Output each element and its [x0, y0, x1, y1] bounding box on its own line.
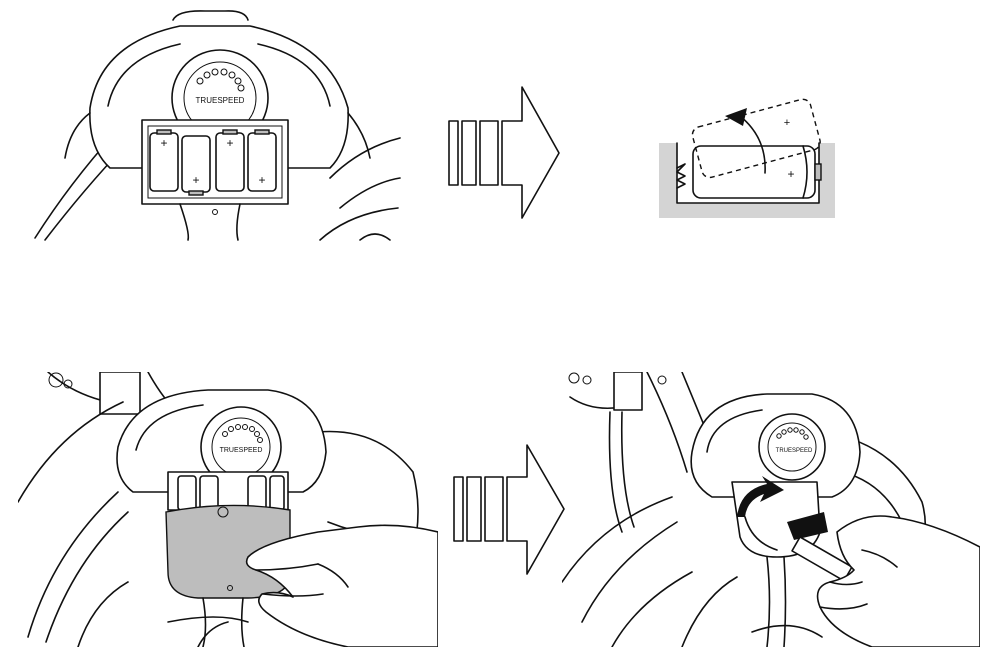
polarity-mark: + [258, 173, 265, 187]
polarity-mark: + [192, 173, 199, 187]
step-2-battery-orientation: + + [655, 78, 840, 223]
step-3-replace-cover: TRUESPEED [18, 372, 438, 647]
screwdriver-icon [787, 512, 828, 540]
polarity-mark: + [226, 136, 233, 150]
polarity-mark-tilted: + [784, 117, 790, 129]
screwdriver-illustration: TRUESPEED [562, 372, 980, 647]
rotate-arrow-icon [725, 108, 747, 126]
arrow-next-step-bottom [452, 443, 567, 578]
step-4-tighten-screw: TRUESPEED [562, 372, 980, 647]
battery-group [149, 129, 277, 196]
battery-orientation-illustration: + + [659, 98, 835, 218]
brand-label: TRUESPEED [220, 447, 263, 454]
brand-label: TRUESPEED [196, 96, 245, 105]
hand-cover-illustration: TRUESPEED [18, 372, 438, 647]
brand-label: TRUESPEED [776, 448, 813, 454]
rotate-arrow-icon [737, 476, 784, 517]
polarity-mark: + [160, 136, 167, 150]
arrow-next-step-top [447, 85, 562, 220]
polarity-mark: + [787, 167, 794, 181]
arrow-right-icon [453, 444, 565, 575]
battery-compartment-illustration: TRUESPEED + + + + [34, 10, 401, 241]
arrow-right-icon [448, 86, 560, 219]
step-1-insert-batteries: TRUESPEED + + + + [30, 8, 405, 243]
